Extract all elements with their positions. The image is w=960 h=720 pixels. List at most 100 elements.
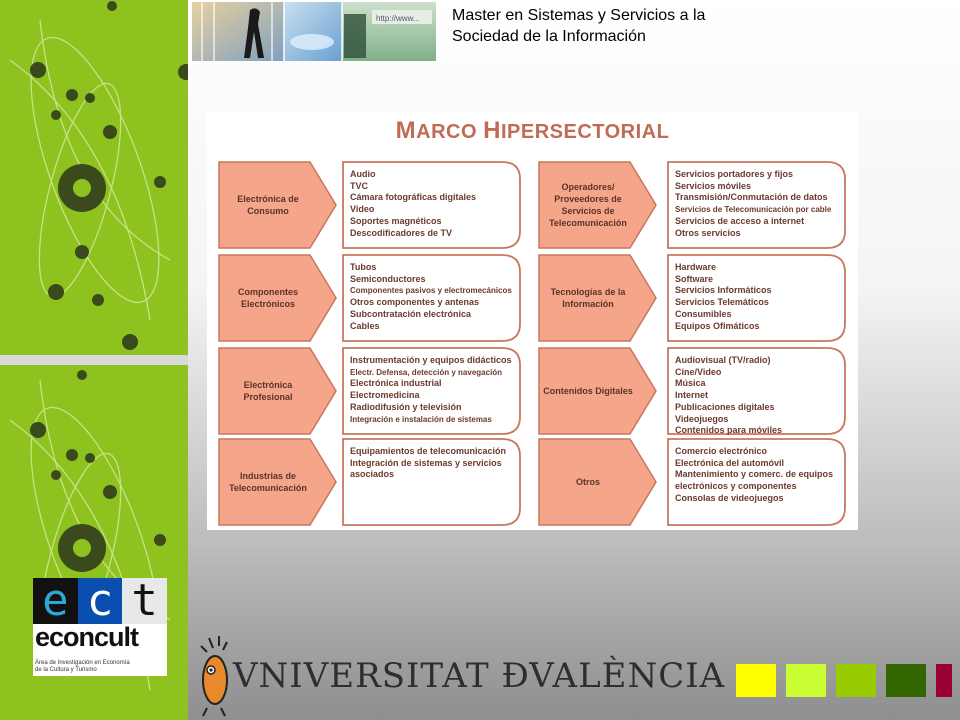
color-square-yellow xyxy=(736,664,776,697)
subsector-item: Software xyxy=(675,273,714,284)
subsector-item: Cámara fotográficas digitales xyxy=(350,192,477,203)
subsector-item: Servicios móviles xyxy=(675,180,752,191)
subsector-item: Contenidos para móviles xyxy=(675,425,783,436)
category-arrow: Electrónica Profesional xyxy=(218,347,338,435)
logo-letter-e: e xyxy=(42,575,69,626)
category-arrow: Contenidos Digitales xyxy=(538,347,658,435)
logo-subtitle-line1: Àrea de Investigación en Economía xyxy=(35,660,130,666)
subsector-item: Integración de sistemas y servicios xyxy=(350,457,502,468)
page-title: Master en Sistemas y Servicios a la Soci… xyxy=(452,5,772,47)
subsector-item: Servicios portadores y fijos xyxy=(675,169,794,179)
hypersector-diagram: MARCO HIPERSECTORIAL Electrónica de Cons… xyxy=(207,111,858,530)
logo-letter-t: t xyxy=(122,578,168,624)
category-arrow: Tecnologías de la Información xyxy=(538,254,658,342)
logo-subtitle: Àrea de Investigación en Economía de la … xyxy=(35,660,130,674)
category-label: Tecnologías de la Información xyxy=(550,287,626,309)
subsector-item: Instrumentación y equipos didácticos xyxy=(350,355,512,365)
category-label: Otros xyxy=(575,477,600,487)
photo-url-text: http://www... xyxy=(376,14,420,23)
subsector-item: Semiconductores xyxy=(350,273,426,284)
subsector-item: Servicios Informáticos xyxy=(675,285,772,296)
diagram-title-rest1: ARCO xyxy=(416,121,484,143)
subsector-item: Hardware xyxy=(675,262,717,272)
category-arrow: Operadores/ Proveedores de Servicios de … xyxy=(538,161,658,249)
subsector-item: Mantenimiento y comerc. de equipos xyxy=(675,469,834,480)
category-arrow: Componentes Electrónicos xyxy=(218,254,338,342)
header-photo-strip: http://www... xyxy=(192,2,436,61)
category-label: Electrónica Profesional xyxy=(243,380,293,402)
subsector-item: Componentes pasivos y electromecánicos xyxy=(350,286,512,296)
subsector-item: Otros servicios xyxy=(675,227,741,238)
diagram-title-rest2: IPERSECTORIAL xyxy=(500,121,670,143)
mascot-icon xyxy=(200,636,228,717)
category-arrow: Otros xyxy=(538,438,658,526)
subsector-item: Cables xyxy=(350,320,380,331)
subsector-item: Equipamientos de telecomunicación xyxy=(350,446,507,456)
color-square-lime xyxy=(786,664,826,697)
subsector-item: Video xyxy=(350,204,375,215)
subsector-item: Electrónica del automóvil xyxy=(675,457,785,468)
subsector-item: Cine/Video xyxy=(675,366,722,377)
page-title-line2: Sociedad de la Información xyxy=(452,28,646,45)
subsector-item: Comercio electrónico xyxy=(675,446,768,456)
econcult-logo: e c t econcult Àrea de Investigación en … xyxy=(33,575,168,676)
logo-letter-c: c xyxy=(77,578,123,624)
subsector-item: Descodificadores de TV xyxy=(350,227,453,238)
category-label: Contenidos Digitales xyxy=(543,386,633,396)
subsector-item: Música xyxy=(675,378,706,389)
subsector-item: Electromedicina xyxy=(350,390,420,401)
subsector-item: Internet xyxy=(675,390,709,401)
ect-letters: e c t xyxy=(33,575,168,626)
diagram-title-cap2: H xyxy=(483,117,501,144)
logo-name: econcult xyxy=(35,622,139,652)
color-square-green xyxy=(836,664,876,697)
page-title-line1: Master en Sistemas y Servicios a la xyxy=(452,7,706,24)
subsector-item: Consumibles xyxy=(675,308,732,319)
subsector-item: Soportes magnéticos xyxy=(350,215,442,226)
category-label: Industrias de Telecomunicación xyxy=(229,471,307,493)
diagram-title: MARCO HIPERSECTORIAL xyxy=(207,117,858,145)
color-square-dark-green xyxy=(886,664,926,697)
subsector-item: Transmisión/Conmutación de datos xyxy=(675,192,828,203)
subsector-item: electrónicos y componentes xyxy=(675,481,797,492)
category-arrow: Industrias de Telecomunicación xyxy=(218,438,338,526)
category-label: Electrónica de Consumo xyxy=(237,194,299,216)
subsector-item: Subcontratación electrónica xyxy=(350,308,472,319)
category-label: Operadores/ Proveedores de Servicios de … xyxy=(549,182,627,228)
subsector-item: Audiovisual (TV/radio) xyxy=(675,355,771,365)
subsector-item: Equipos Ofimáticos xyxy=(675,320,760,331)
subsector-item: Integración e instalación de sistemas xyxy=(350,414,492,424)
subsector-item: Consolas de videojuegos xyxy=(675,492,784,503)
color-square-maroon xyxy=(936,664,952,697)
subsector-item: Servicios Telemáticos xyxy=(675,297,769,308)
university-logo: VNIVERSITAT ÐVALÈNCIA xyxy=(195,632,725,718)
subsector-item: Videojuegos xyxy=(675,413,729,424)
subsector-item: Publicaciones digitales xyxy=(675,401,775,412)
logo-subtitle-line2: de la Cultura y Turismo xyxy=(35,667,97,673)
subsector-item: Radiodifusión y televisión xyxy=(350,401,462,412)
subsector-item: Servicios de acceso a internet xyxy=(675,215,805,226)
subsector-item: Electrónica industrial xyxy=(350,378,442,389)
subsector-item: asociados xyxy=(350,469,395,480)
subsector-item: Audio xyxy=(350,169,376,179)
category-arrow: Electrónica de Consumo xyxy=(218,161,338,249)
subsector-item: Servicios de Telecomunicación por cable xyxy=(675,205,832,215)
category-label: Componentes Electrónicos xyxy=(237,287,298,309)
subsector-item: Otros componentes y antenas xyxy=(350,297,480,308)
subsector-item: Electr. Defensa, detección y navegación xyxy=(350,367,503,377)
